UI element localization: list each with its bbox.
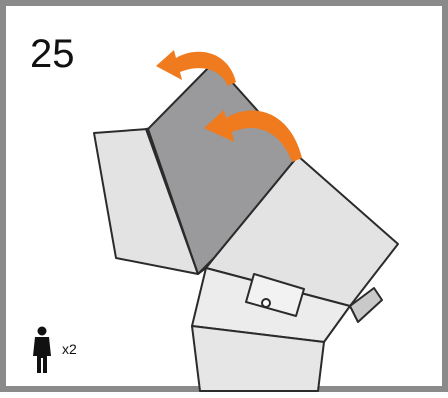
right-flap bbox=[349, 287, 383, 323]
rotate-arrow-icon bbox=[156, 50, 236, 86]
handle-hole bbox=[261, 298, 271, 308]
people-count-label: x2 bbox=[62, 341, 77, 357]
box-flaps-illustration bbox=[93, 50, 399, 392]
rotate-arrow-icon bbox=[204, 110, 302, 162]
handle-cutout bbox=[245, 273, 305, 317]
step-number: 25 bbox=[30, 32, 75, 76]
bottom-flap bbox=[191, 325, 325, 392]
person-icon bbox=[33, 326, 51, 373]
